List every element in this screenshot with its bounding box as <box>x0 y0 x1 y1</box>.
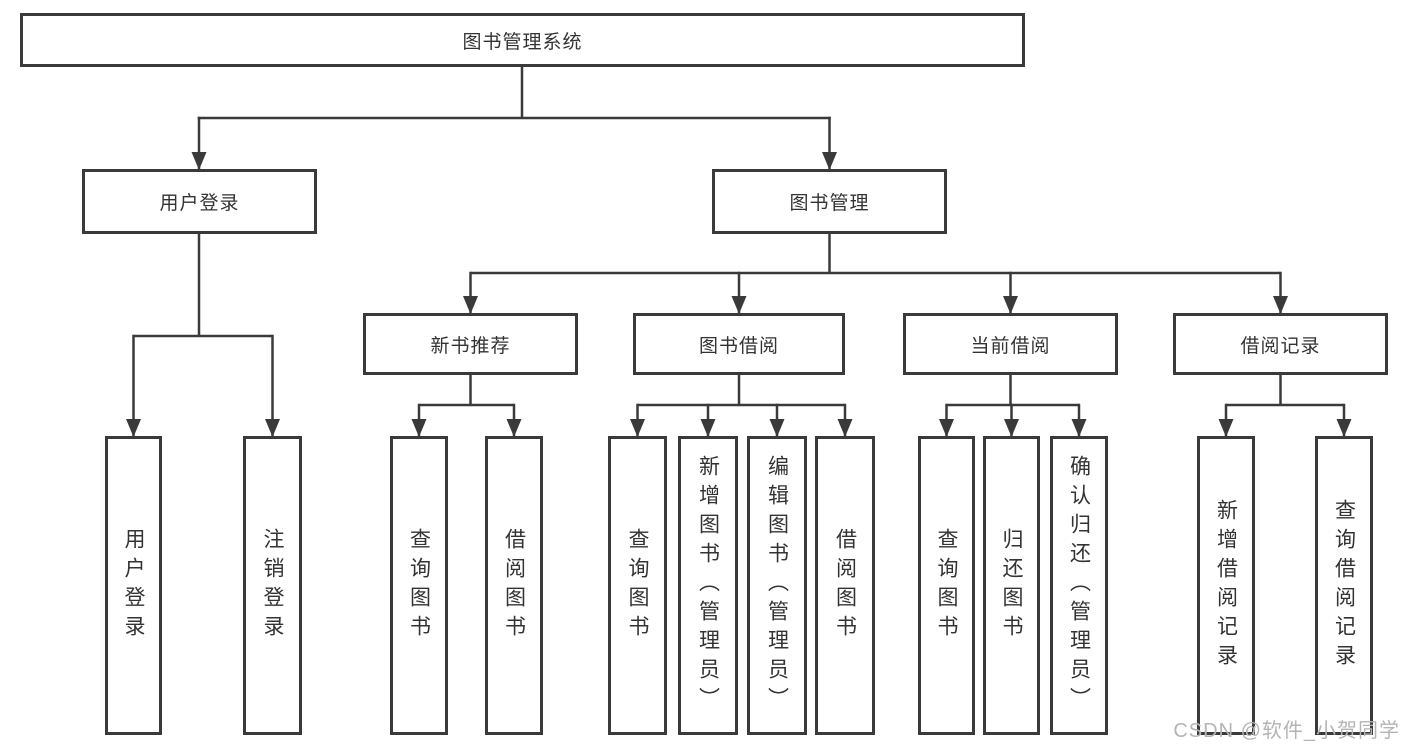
leaf-query-books-3: 查询图书 <box>918 436 975 735</box>
node-label: 查询借阅记录 <box>1332 498 1356 673</box>
leaf-query-books-1: 查询图书 <box>390 436 448 735</box>
node-label: 归还图书 <box>1000 527 1023 644</box>
node-user-login: 用户登录 <box>82 169 317 234</box>
node-label: 用户登录 <box>159 193 240 214</box>
node-label: 注销登录 <box>261 527 284 644</box>
leaf-confirm-return-admin: 确认归还（管理员） <box>1050 436 1108 735</box>
watermark: CSDN @软件_小贺同学 <box>1173 720 1400 742</box>
leaf-add-books-admin: 新增图书（管理员） <box>678 436 738 735</box>
node-label: 借阅记录 <box>1240 335 1321 357</box>
node-label: 图书借阅 <box>698 335 779 357</box>
leaf-add-borrow-record: 新增借阅记录 <box>1197 436 1255 735</box>
leaf-edit-books-admin: 编辑图书（管理员） <box>747 436 807 735</box>
node-label: 确认归还（管理员） <box>1067 455 1091 716</box>
node-label: 当前借阅 <box>970 335 1051 357</box>
node-label: 查询图书 <box>935 527 958 644</box>
node-label: 新书推荐 <box>430 335 511 357</box>
node-current-borrowing: 当前借阅 <box>903 313 1118 375</box>
node-new-book-recommendation: 新书推荐 <box>363 313 578 375</box>
node-book-management: 图书管理 <box>712 169 947 234</box>
node-label: 借阅图书 <box>833 527 857 644</box>
node-label: 查询图书 <box>407 527 431 644</box>
node-book-borrowing: 图书借阅 <box>633 313 845 375</box>
leaf-borrow-books-2: 借阅图书 <box>815 436 875 735</box>
node-label: 图书管理 <box>789 193 870 214</box>
leaf-query-books-2: 查询图书 <box>608 436 667 735</box>
leaf-user-login: 用户登录 <box>105 436 162 735</box>
leaf-return-books: 归还图书 <box>983 436 1040 735</box>
node-borrowing-records: 借阅记录 <box>1173 313 1388 375</box>
node-label: 查询图书 <box>626 527 649 644</box>
node-label: 新增图书（管理员） <box>696 455 720 716</box>
node-label: 新增借阅记录 <box>1214 498 1238 673</box>
node-label: 编辑图书（管理员） <box>765 455 789 716</box>
node-label: 用户登录 <box>122 527 145 644</box>
leaf-borrow-books-1: 借阅图书 <box>485 436 543 735</box>
node-label: 借阅图书 <box>502 527 526 644</box>
leaf-query-borrow-record: 查询借阅记录 <box>1315 436 1373 735</box>
node-library-management-system: 图书管理系统 <box>20 13 1025 67</box>
node-label: 图书管理系统 <box>462 31 583 53</box>
leaf-logout-login: 注销登录 <box>243 436 302 735</box>
